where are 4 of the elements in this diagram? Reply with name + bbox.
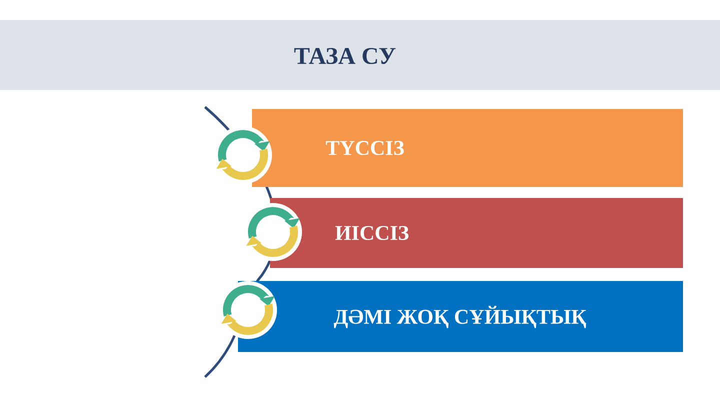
text-bar: ТҮССІЗ (252, 109, 683, 187)
text-bar: ДӘМІ ЖОҚ СҰЙЫҚТЫҚ (238, 281, 683, 352)
text-bar: ИІССІЗ (270, 198, 683, 268)
title: ТАЗА СУ (294, 48, 396, 64)
